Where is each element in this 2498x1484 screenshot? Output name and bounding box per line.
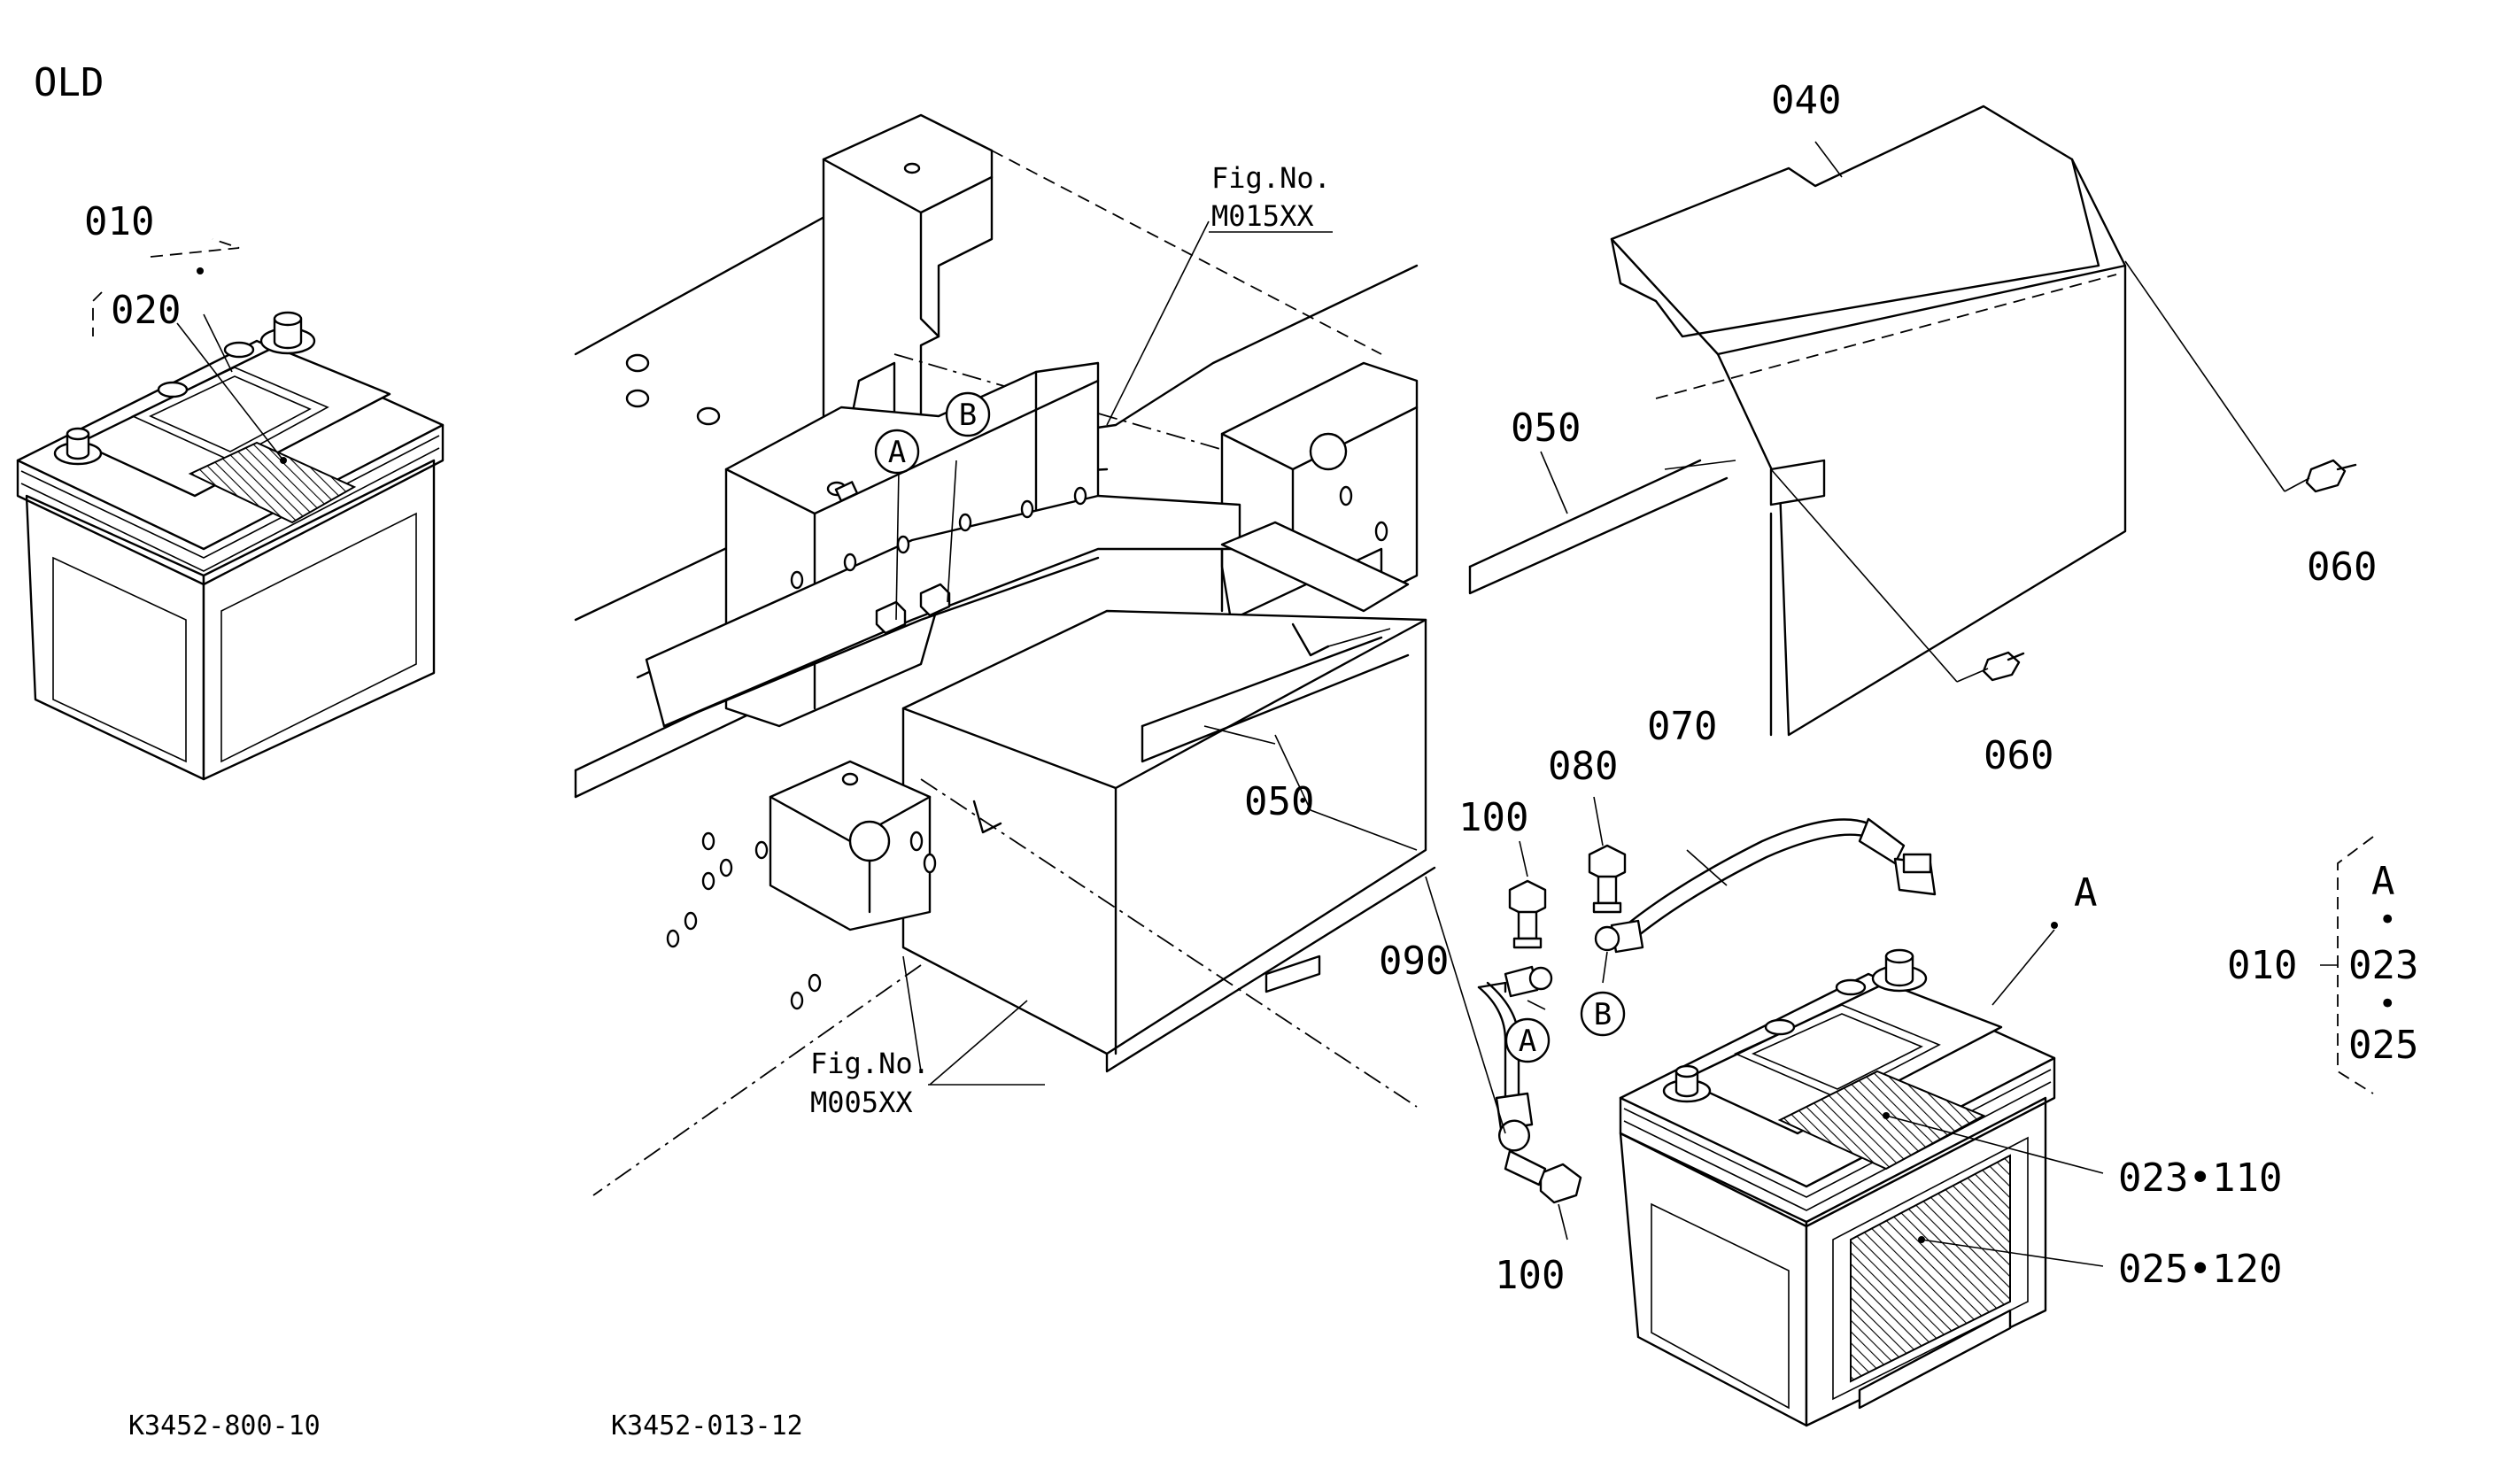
svg-text:B: B: [959, 398, 977, 433]
callout-bolt-lower: 100: [1495, 1253, 1565, 1298]
footer-code-right: K3452-013-12: [611, 1411, 803, 1441]
svg-text:B: B: [1594, 997, 1612, 1032]
legend-marker: A: [2371, 859, 2395, 904]
callout-rod-lower: 050: [1244, 779, 1314, 824]
legend-part2: 025: [2348, 1023, 2418, 1068]
cable-positive-070: [1594, 817, 1937, 954]
fig-ref-lower-line2: M005XX: [810, 1086, 913, 1119]
callout-cable-positive: 070: [1647, 704, 1717, 749]
callout-rod-upper: 050: [1511, 406, 1581, 451]
footer-code-left: K3452-800-10: [128, 1411, 321, 1441]
callout-nut-center: 060: [1984, 733, 2053, 778]
nuts-060: [1770, 260, 2357, 683]
fig-ref-upper-line2: M015XX: [1211, 199, 1314, 233]
callout-old-battery-assy: 010: [84, 199, 154, 244]
callout-label-top: 023•110: [2118, 1156, 2282, 1201]
new-battery-terminal-pos: [1871, 948, 1928, 993]
legend-bullet-2: •: [2378, 986, 2396, 1022]
callout-label-side: 025•120: [2118, 1247, 2282, 1292]
legend-bullet-1: •: [2378, 902, 2396, 938]
cover-040: [1610, 104, 2127, 737]
new-battery-terminal-neg: [1662, 1064, 1712, 1103]
old-battery-terminal-pos: [259, 311, 316, 355]
fig-ref-upper-line1: Fig.No.: [1211, 161, 1331, 195]
callout-old-label: 020: [111, 288, 181, 333]
bolt-100-lower: [1504, 1149, 1582, 1204]
legend-part1: 023: [2348, 943, 2418, 988]
fig-ref-lower-line1: Fig.No.: [810, 1047, 930, 1080]
callout-nut-right: 060: [2307, 545, 2377, 590]
svg-text:A: A: [1519, 1024, 1536, 1059]
callout-cover: 040: [1771, 78, 1841, 123]
frame-chassis: [574, 113, 1436, 1196]
legend-bracket: 010 A • 023 • 025: [2227, 836, 2418, 1094]
circle-ref-frame-a: A: [874, 429, 920, 475]
circle-ref-cable-b: B: [1580, 991, 1626, 1037]
callout-new-battery-marker: A: [2074, 870, 2098, 916]
legend-assy: 010: [2227, 943, 2297, 988]
new-battery: [1619, 922, 2104, 1427]
callout-cable-ground: 090: [1379, 939, 1449, 984]
svg-text:A: A: [888, 435, 906, 470]
circle-ref-frame-b: B: [945, 391, 991, 437]
variant-label: OLD: [34, 60, 104, 105]
circle-ref-cable-a: A: [1504, 1017, 1551, 1063]
bolt-100-upper: [1508, 879, 1547, 949]
leader-lines: [895, 141, 1843, 1241]
old-battery-terminal-neg: [53, 427, 103, 466]
cable-ground-090: [1425, 876, 1553, 1152]
old-battery: [16, 238, 445, 781]
bolt-080: [1588, 844, 1627, 914]
callout-bolt-upper: 100: [1458, 795, 1528, 840]
callout-bolt-080: 080: [1548, 744, 1618, 789]
rod-050: [1141, 459, 1736, 763]
